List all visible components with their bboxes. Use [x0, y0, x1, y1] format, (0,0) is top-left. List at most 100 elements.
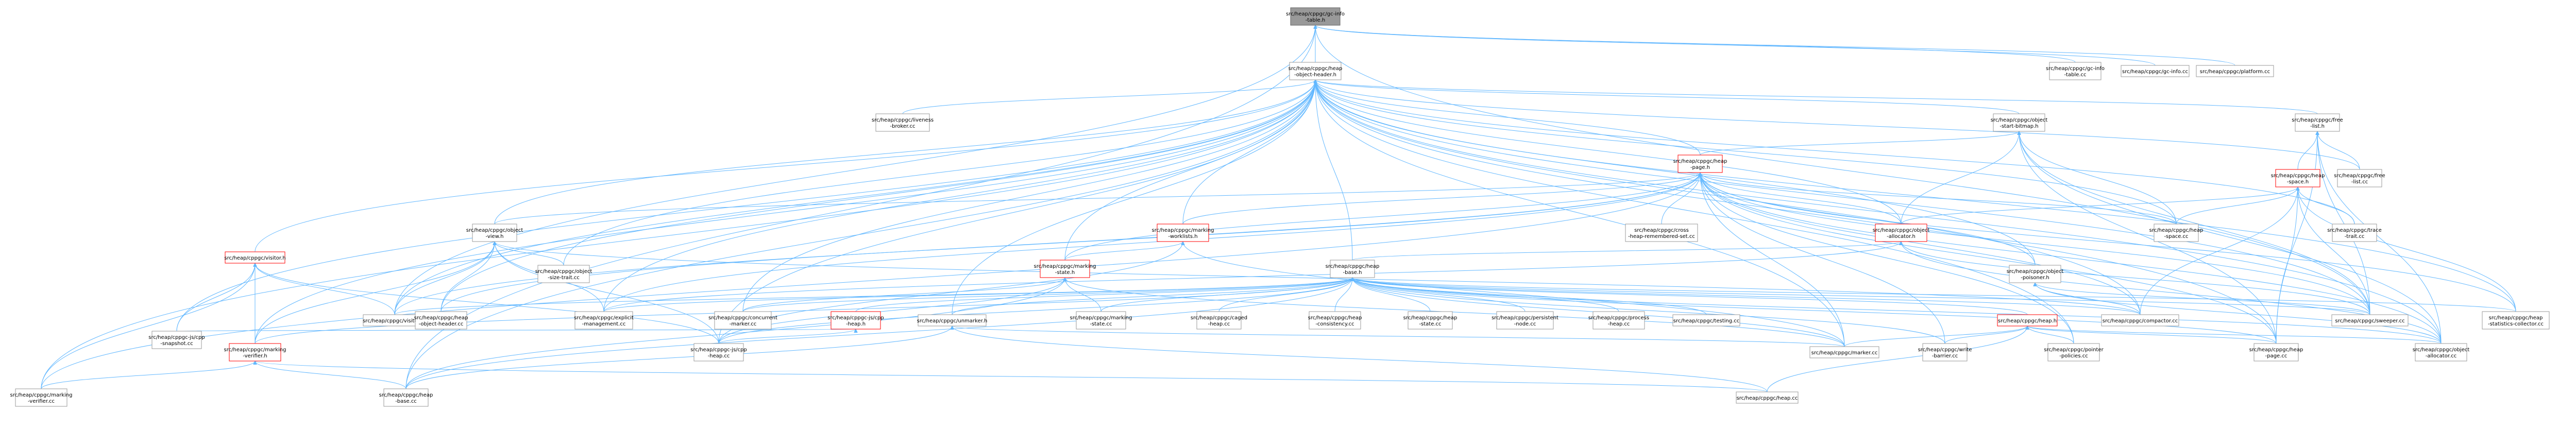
file-node-label: src/heap/cppgc/visitor.h [224, 255, 285, 261]
file-node-cpp_heap_cc[interactable]: src/heap/cppgc-js/cpp-heap.cc [690, 343, 747, 362]
file-node-osb[interactable]: src/heap/cppgc/object-start-bitmap.h [1991, 113, 2048, 132]
file-node-label: -snapshot.cc [160, 341, 193, 347]
include-edge-mv_h-to-ov_h [255, 242, 495, 344]
include-edge-compactor-to-heap_base_h [1352, 277, 2141, 315]
include-edge-ohh_cc-to-ov_h [440, 242, 495, 312]
include-edge-compactor-to-heap_page_h [1700, 173, 2141, 315]
file-node-oa_cc[interactable]: src/heap/cppgc/object-allocator.cc [2413, 343, 2470, 362]
file-node-persistent[interactable]: src/heap/cppgc/persistent-node.cc [1492, 311, 1558, 330]
file-node-label: -allocator.h [1887, 234, 1916, 239]
file-node-root[interactable]: src/heap/cppgc/gc-info-table.h [1286, 7, 1345, 26]
file-node-ms_h[interactable]: src/heap/cppgc/marking-state.h [1034, 260, 1096, 278]
file-node-label: src/heap/cppgc/pointer [2044, 347, 2104, 353]
file-node-label: src/heap/cppgc/heap [2149, 228, 2204, 233]
file-node-gcinfo_cc[interactable]: src/heap/cppgc/gc-info-table.cc [2046, 62, 2105, 80]
file-node-mv_cc[interactable]: src/heap/cppgc/marking-verifier.cc [10, 388, 73, 407]
file-node-box [1290, 7, 1341, 26]
file-node-marker_cc[interactable]: src/heap/cppgc/marker.cc [1809, 346, 1879, 358]
file-node-ms_cc[interactable]: src/heap/cppgc/marking-state.cc [1070, 311, 1132, 330]
include-edge-ms_h-to-ohh [1064, 80, 1315, 261]
include-edge-conc_marker-to-heap_base_h [742, 277, 1352, 312]
file-node-label: -heap.cc [708, 353, 730, 359]
file-node-snapshot[interactable]: src/heap/cppgc-js/cpp-snapshot.cc [148, 331, 205, 349]
include-edge-stats-to-ohh [1315, 80, 2516, 312]
file-node-box [383, 388, 429, 407]
file-node-freelist_h[interactable]: src/heap/cppgc/free-list.h [2292, 113, 2343, 132]
file-node-label: -heap-remembered-set.cc [1628, 234, 1695, 239]
file-node-label: -base.cc [395, 399, 417, 404]
file-node-visitor_h[interactable]: src/heap/cppgc/visitor.h [224, 251, 286, 264]
file-node-write_barrier[interactable]: src/heap/cppgc/write-barrier.cc [1918, 343, 1972, 362]
file-node-box [2275, 169, 2320, 187]
file-node-gcinfo2_cc[interactable]: src/heap/cppgc/gc-info.cc [2121, 65, 2190, 77]
file-node-heap_base_cc[interactable]: src/heap/cppgc/heap-base.cc [379, 388, 433, 407]
file-node-sweeper[interactable]: src/heap/cppgc/sweeper.cc [2331, 314, 2409, 327]
file-node-label: -marker.cc [730, 321, 757, 327]
file-node-label: src/heap/cppgc/persistent [1492, 315, 1558, 321]
file-node-heap_page_h[interactable]: src/heap/cppgc/heap-page.h [1673, 155, 1727, 173]
file-node-consistency[interactable]: src/heap/cppgc/heap-consistency.cc [1308, 311, 1362, 330]
file-node-conc_marker[interactable]: src/heap/cppgc/concurrent-marker.cc [708, 311, 777, 330]
include-edge-pointer_policies-to-heap_page_h [1700, 173, 2074, 344]
file-node-caged[interactable]: src/heap/cppgc/caged-heap.cc [1191, 311, 1247, 330]
include-edge-write_barrier-to-heap_h [1944, 325, 2027, 344]
file-node-label: -policies.cc [2059, 353, 2088, 359]
file-node-trace_trait[interactable]: src/heap/cppgc/trace-trait.cc [2327, 224, 2382, 242]
file-node-label: src/heap/cppgc/heap [1326, 264, 1380, 269]
file-node-heap_cc[interactable]: src/heap/cppgc/heap.cc [1736, 391, 1799, 404]
file-node-label: src/heap/cppgc/object [1873, 228, 1930, 233]
file-node-platform_cc[interactable]: src/heap/cppgc/platform.cc [2196, 65, 2274, 77]
include-edge-marker_cc-to-ohh [1315, 80, 1845, 347]
file-node-box [1672, 314, 1740, 327]
file-node-box [1309, 311, 1361, 330]
file-node-heap_h[interactable]: src/heap/cppgc/heap.h [1997, 314, 2058, 327]
file-node-heap_state[interactable]: src/heap/cppgc/heap-state.cc [1403, 311, 1458, 330]
file-node-label: src/heap/cppgc/platform.cc [2200, 69, 2270, 75]
file-node-label: -heap.h [846, 321, 866, 327]
file-node-label: src/heap/cppgc/heap [1289, 66, 1343, 72]
file-node-heap_page_cc[interactable]: src/heap/cppgc/heap-page.cc [2249, 343, 2303, 362]
include-edge-marker_cc-to-heap_h [1844, 325, 2027, 347]
file-node-box [714, 311, 772, 330]
file-node-label: src/heap/cppgc/testing.cc [1673, 318, 1740, 324]
file-node-oa_h[interactable]: src/heap/cppgc/object-allocator.h [1873, 224, 1930, 242]
file-node-stats[interactable]: src/heap/cppgc/heap-statistics-collector… [2482, 311, 2550, 330]
file-node-compactor[interactable]: src/heap/cppgc/compactor.cc [2101, 314, 2179, 327]
file-node-box [1736, 391, 1799, 404]
file-node-heap_space_cc[interactable]: src/heap/cppgc/heap-space.cc [2149, 224, 2204, 242]
file-node-mv_h[interactable]: src/heap/cppgc/marking-verifier.h [224, 343, 286, 362]
file-node-label: src/heap/cppgc/liveness [872, 117, 934, 123]
include-edge-compactor-to-ohh [1315, 80, 2141, 315]
file-node-ov_h[interactable]: src/heap/cppgc/object-view.h [466, 224, 523, 242]
include-edge-mv_h-to-ohh [255, 80, 1315, 344]
include-edge-write_barrier-to-heap_base_h [1352, 278, 1945, 344]
file-node-heap_space_h[interactable]: src/heap/cppgc/heap-space.h [2271, 169, 2325, 187]
file-node-label: src/heap/cppgc/cross [1634, 228, 1689, 233]
file-node-process_heap[interactable]: src/heap/cppgc/process-heap.cc [1588, 311, 1649, 330]
include-edge-freelist_h-to-ohh [1315, 79, 2318, 114]
file-node-label: src/heap/cppgc/heap [1673, 159, 1727, 164]
file-node-label: -page.h [1690, 165, 1710, 170]
file-node-ost_cc[interactable]: src/heap/cppgc/object-size-trait.cc [535, 265, 592, 283]
file-node-mwl_h[interactable]: src/heap/cppgc/marking-worklists.h [1152, 224, 1214, 242]
file-node-label: src/heap/cppgc/free [2334, 173, 2385, 179]
include-edge-oa_cc-to-oa_h [1901, 242, 2442, 344]
file-node-label: src/heap/cppgc/heap [379, 392, 433, 398]
file-node-explicit[interactable]: src/heap/cppgc/explicit-management.cc [574, 311, 634, 330]
file-node-op_h[interactable]: src/heap/cppgc/object-poisoner.h [2007, 265, 2064, 283]
file-node-liveness[interactable]: src/heap/cppgc/liveness-broker.cc [872, 113, 934, 132]
file-node-pointer_policies[interactable]: src/heap/cppgc/pointer-policies.cc [2044, 343, 2104, 362]
file-node-testing[interactable]: src/heap/cppgc/testing.cc [1672, 314, 1740, 327]
file-node-heap_base_h[interactable]: src/heap/cppgc/heap-base.h [1326, 260, 1380, 278]
file-node-unmarker[interactable]: src/heap/cppgc/unmarker.h [917, 314, 988, 327]
file-node-ohh[interactable]: src/heap/cppgc/heap-object-header.h [1289, 62, 1343, 80]
include-edge-oa_h-to-heap_space_h [1901, 186, 2298, 225]
include-edge-snapshot-to-ohh [176, 80, 1315, 332]
file-node-freelist_cc[interactable]: src/heap/cppgc/free-list.cc [2334, 169, 2385, 187]
file-node-cross_heap[interactable]: src/heap/cppgc/cross-heap-remembered-set… [1625, 224, 1698, 242]
file-node-ohh_cc[interactable]: src/heap/cppgc/heap-object-header.cc [414, 311, 468, 330]
file-node-pirpp_h[interactable]: src/heap/cppgc-js/cpp-heap.h [827, 311, 884, 330]
file-node-box [693, 343, 744, 362]
file-node-label: src/heap/cppgc/sweeper.cc [2335, 318, 2404, 324]
file-node-box [1408, 311, 1453, 330]
